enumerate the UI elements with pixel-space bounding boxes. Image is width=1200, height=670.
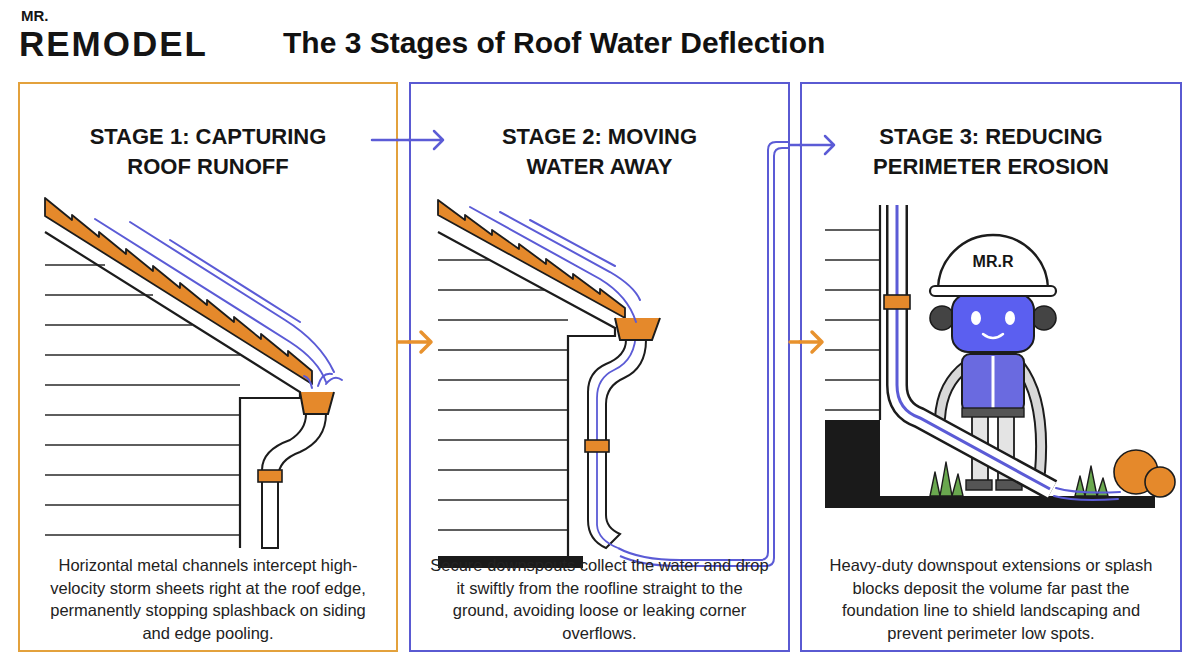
stage-description: Horizontal metal channels intercept high… bbox=[39, 554, 377, 644]
grass-tuft bbox=[930, 462, 963, 496]
extension-pipe-outline bbox=[897, 205, 1052, 490]
hat-brim bbox=[930, 286, 1056, 296]
downspout-strap bbox=[585, 440, 609, 452]
water-flow bbox=[95, 219, 334, 382]
diagram-title: The 3 Stages of Roof Water Deflection bbox=[283, 25, 825, 61]
water-path bbox=[620, 148, 790, 566]
water-path bbox=[618, 142, 790, 560]
logo-wordmark: REMODEL bbox=[19, 26, 208, 61]
stage-heading: STAGE 2: MOVING WATER AWAY bbox=[464, 122, 736, 182]
ear-muff bbox=[930, 306, 954, 330]
robot-vest bbox=[962, 354, 1024, 412]
water-in-pipe bbox=[897, 205, 1050, 489]
flow-arrow bbox=[398, 139, 409, 142]
water-flow bbox=[470, 207, 640, 322]
roof-shingles bbox=[438, 200, 625, 318]
bush bbox=[1145, 467, 1175, 497]
stage-panel: STAGE 3: REDUCING PERIMETER EROSION Heavy… bbox=[800, 82, 1182, 652]
vest-stripe bbox=[992, 356, 995, 410]
robot-belt bbox=[962, 408, 1024, 417]
flow-arrow bbox=[398, 340, 409, 344]
water-splash bbox=[304, 374, 342, 388]
robot-eye bbox=[971, 311, 981, 325]
ear-muff bbox=[1032, 306, 1056, 330]
downspout-strap bbox=[258, 470, 282, 482]
robot-face bbox=[952, 294, 1034, 352]
hard-hat bbox=[938, 235, 1048, 290]
stage-heading: STAGE 1: CAPTURING ROOF RUNOFF bbox=[72, 122, 344, 182]
roof-shingles bbox=[45, 198, 312, 384]
extension-pipe bbox=[897, 205, 1052, 490]
flow-arrow bbox=[790, 340, 800, 344]
water-in-pipe bbox=[597, 330, 636, 548]
wall-line bbox=[879, 205, 881, 420]
stage-panel: STAGE 1: CAPTURING ROOF RUNOFF Horizontal… bbox=[18, 82, 398, 652]
foundation-block bbox=[825, 420, 880, 508]
downspout-strap bbox=[884, 295, 910, 309]
robot-eye bbox=[1005, 311, 1015, 325]
logo-text: MR. bbox=[21, 8, 49, 23]
siding-lines bbox=[438, 260, 568, 530]
gutter bbox=[300, 392, 334, 414]
ground-bar bbox=[825, 496, 1155, 508]
stage-description: Secure downspouts collect the water and … bbox=[430, 554, 769, 644]
gutter bbox=[615, 318, 660, 340]
stage-panel: STAGE 2: MOVING WATER AWAY Secure downspo… bbox=[409, 82, 790, 652]
helmet-label: MR.R bbox=[973, 254, 1014, 270]
robot-smile bbox=[983, 334, 1003, 338]
siding-lines bbox=[825, 230, 880, 410]
stage-description: Heavy-duty downspout extensions or splas… bbox=[821, 554, 1161, 644]
flow-arrow bbox=[790, 144, 800, 147]
water-outflow bbox=[1054, 488, 1120, 500]
stage-heading: STAGE 3: REDUCING PERIMETER EROSION bbox=[855, 122, 1127, 182]
